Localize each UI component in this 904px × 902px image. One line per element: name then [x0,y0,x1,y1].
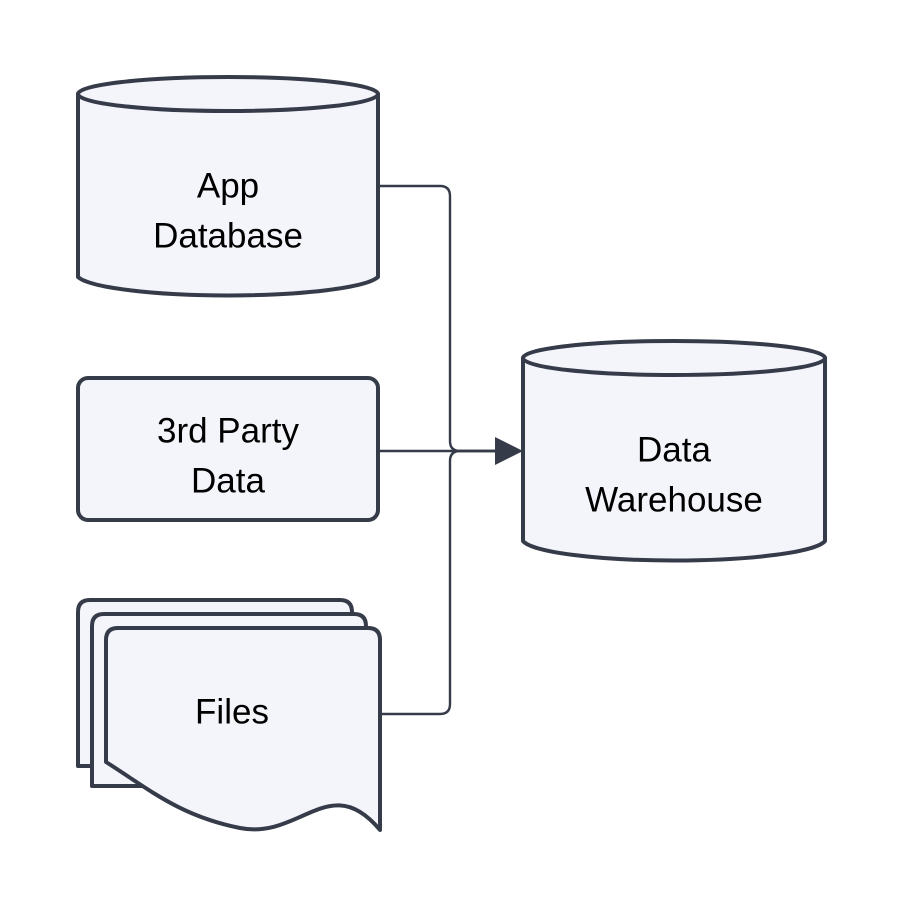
third-party-data-label-line2: Data [191,461,265,500]
app-database-cylinder-top [76,75,380,113]
edge-files-to-data-warehouse[interactable] [378,449,499,716]
data-warehouse-label-line1: Data [637,430,711,469]
node-third-party-data[interactable]: 3rd Party Data [76,376,380,522]
data-warehouse-label-line2: Warehouse [585,480,763,519]
node-app-database[interactable]: App Database [76,75,380,298]
data-warehouse-cylinder-body [521,356,827,563]
data-warehouse-cylinder-top [521,339,827,377]
node-data-warehouse[interactable]: Data Warehouse [521,339,827,563]
app-database-label-line2: Database [153,216,303,255]
node-files[interactable]: Files [76,598,382,832]
third-party-data-label-line1: 3rd Party [157,411,299,450]
third-party-data-box [76,376,380,522]
files-label: Files [195,692,269,731]
arrowhead-icon [495,437,523,465]
edge-app-database-to-data-warehouse[interactable] [378,184,499,453]
app-database-label-line1: App [197,166,259,205]
edge-group [378,184,523,716]
files-document-front [104,626,382,832]
app-database-cylinder-body [76,92,380,298]
